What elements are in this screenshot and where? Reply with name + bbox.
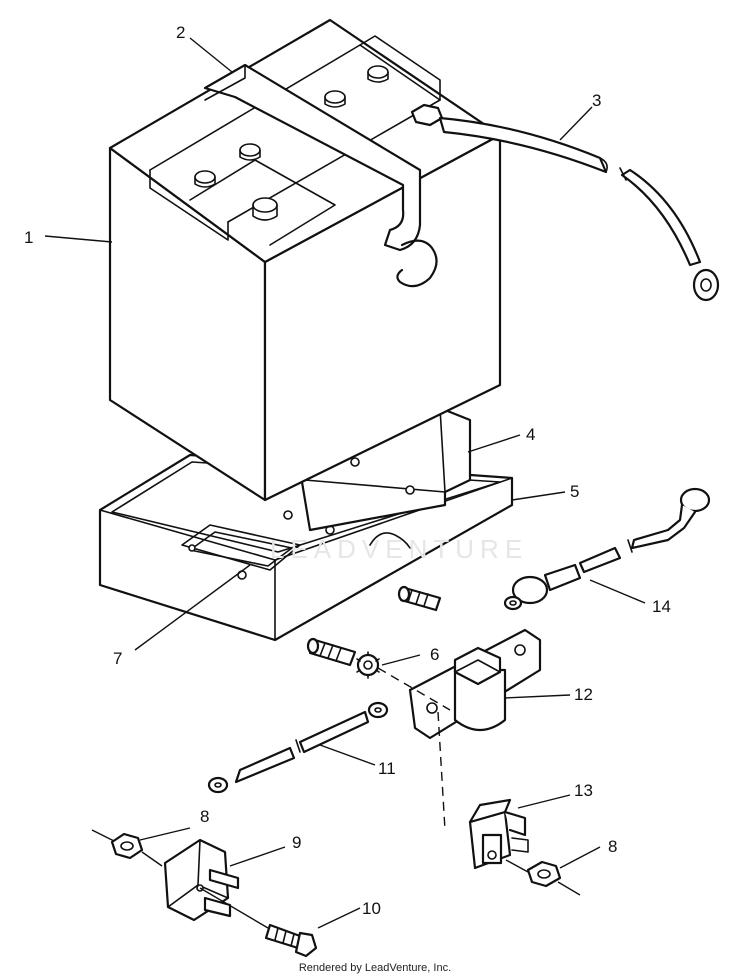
hex-bolt[interactable]: [199, 887, 318, 958]
leader-lines: [44, 37, 646, 929]
battery-cable-ground[interactable]: [503, 487, 711, 611]
callout-7: 7: [113, 649, 122, 668]
callout-8-right: 8: [608, 837, 617, 856]
star-lock-washer[interactable]: [356, 651, 380, 679]
cell-cap: [194, 170, 216, 188]
callout-11: 11: [378, 759, 396, 778]
hex-nut[interactable]: [505, 859, 581, 896]
callout-8-left: 8: [200, 807, 209, 826]
watermark-text: LEADVENTURE: [270, 534, 529, 564]
callout-13: 13: [574, 781, 593, 800]
starter-solenoid[interactable]: [408, 628, 542, 740]
callout-10: 10: [362, 899, 381, 918]
cell-cap: [324, 90, 346, 108]
stud-bolt-upper[interactable]: [397, 585, 442, 612]
hex-nut[interactable]: [91, 829, 163, 867]
callout-14: 14: [652, 597, 671, 616]
assembly-line: [437, 711, 446, 831]
stud-bolt-lower[interactable]: [306, 637, 357, 667]
callout-4: 4: [526, 425, 535, 444]
battery-cable-short[interactable]: [207, 701, 389, 794]
callout-2: 2: [176, 23, 185, 42]
cell-cap: [367, 65, 389, 83]
callout-5: 5: [570, 482, 579, 501]
battery-terminal-post: [252, 197, 278, 221]
tray-label-plate: [181, 524, 301, 571]
render-credit: Rendered by LeadVenture, Inc.: [298, 962, 452, 974]
circuit-breaker[interactable]: [163, 838, 240, 922]
hold-down-strap[interactable]: [203, 63, 438, 288]
callout-12: 12: [574, 685, 593, 704]
circuit-breaker[interactable]: [468, 798, 529, 870]
cell-cap: [239, 143, 261, 161]
callout-1: 1: [24, 228, 33, 247]
callout-3: 3: [592, 91, 601, 110]
callout-9: 9: [292, 833, 301, 852]
strap-hook: [396, 239, 438, 288]
battery-cable-positive[interactable]: [438, 116, 720, 302]
callout-6: 6: [430, 645, 439, 664]
